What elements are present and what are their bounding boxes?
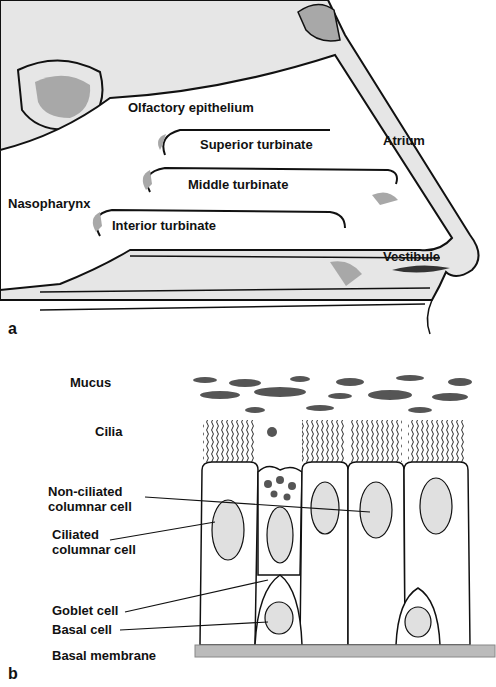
oral-line	[40, 304, 425, 310]
panel-letter: b	[8, 665, 18, 683]
mucus-blob	[336, 378, 364, 386]
part-label: Superior turbinate	[200, 137, 313, 152]
sphenoid-sinus	[35, 76, 90, 118]
mucin-granule	[264, 480, 272, 488]
mucus-blob	[254, 387, 306, 397]
lip-line	[427, 300, 432, 334]
mucus-blob	[229, 379, 261, 387]
nucleus	[420, 478, 452, 534]
nucleus	[267, 507, 293, 563]
mucus-blob	[200, 391, 240, 399]
turbinate-shadow	[93, 212, 102, 232]
part-label: Goblet cell	[52, 603, 118, 618]
mucin-granule	[284, 494, 291, 501]
turbinate-shadow	[143, 170, 152, 190]
atrium-shadow	[372, 192, 398, 205]
part-label: Middle turbinate	[188, 177, 288, 192]
nucleus	[405, 607, 431, 637]
part-label: Interior turbinate	[112, 218, 216, 233]
nostril	[392, 265, 450, 272]
mucus-blob	[328, 393, 352, 399]
mucus-blob	[306, 405, 334, 411]
part-label: Non-ciliated columnar cell	[48, 484, 148, 514]
nucleus	[265, 602, 293, 634]
leader-line	[120, 622, 268, 630]
turbinate-shadow	[158, 134, 166, 150]
mucus-blob	[245, 407, 265, 413]
leader-line	[145, 497, 370, 512]
mucus-blob	[368, 390, 412, 400]
part-label: Atrium	[383, 133, 425, 148]
part-label: Nasopharynx	[8, 196, 90, 211]
mucus-blob	[408, 407, 432, 413]
non-ciliated-cell	[300, 462, 348, 645]
mucus-blob	[193, 377, 217, 383]
cilia-bundle	[408, 420, 466, 462]
part-label: Ciliated columnar cell	[52, 527, 152, 557]
nucleus	[212, 500, 244, 560]
mucin-granule	[271, 491, 278, 498]
frontal-sinus	[298, 4, 340, 40]
superior-turbinate-shape	[163, 130, 330, 155]
leader-line	[110, 522, 215, 540]
part-label: Basal cell	[52, 622, 112, 637]
nasal-cavity	[0, 55, 452, 290]
nucleus	[360, 482, 392, 538]
columnar-cell	[348, 462, 405, 645]
inferior-turbinate-shape	[96, 210, 345, 236]
ciliated-cell	[200, 462, 258, 645]
goblet-cell	[258, 466, 302, 575]
panel-letter: a	[8, 320, 17, 338]
part-label: Cilia	[95, 424, 122, 439]
head-tissue	[0, 0, 479, 300]
part-label: Olfactory epithelium	[128, 100, 254, 115]
cilia-bundle	[302, 420, 346, 462]
mucin-granule	[276, 476, 284, 484]
mucus-blob	[290, 376, 310, 382]
part-label: Mucus	[70, 375, 111, 390]
cilia-bundle	[350, 420, 402, 462]
mucin-granule	[288, 482, 296, 490]
cilia-bundle	[203, 420, 255, 462]
basal-cell	[396, 588, 440, 645]
palate-lower	[40, 288, 430, 292]
palate-bone	[330, 261, 362, 286]
leader-line	[125, 580, 268, 612]
part-label: Basal membrane	[52, 648, 156, 663]
part-label: Vestibule	[383, 249, 440, 264]
basal-cell	[255, 575, 302, 645]
secreted-granule	[267, 427, 277, 437]
mucus-blob	[448, 378, 472, 386]
mucus-blob	[432, 393, 468, 401]
mucus-blob	[396, 375, 424, 381]
middle-turbinate-shape	[147, 168, 397, 192]
basal-membrane-band	[195, 645, 495, 657]
